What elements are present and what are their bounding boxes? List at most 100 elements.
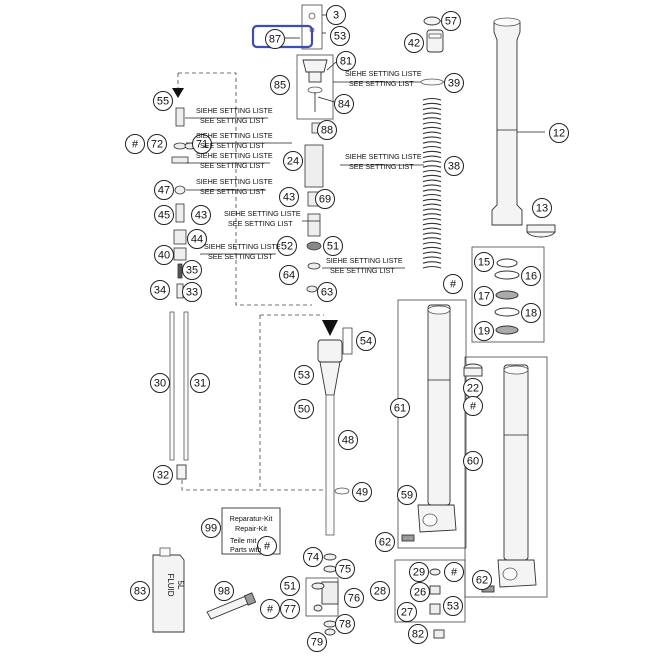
callout-3: 3 <box>326 5 346 25</box>
svg-text:38: 38 <box>448 161 460 173</box>
svg-text:47: 47 <box>158 185 170 197</box>
part-29 <box>429 568 441 576</box>
callout-12: 12 <box>549 123 569 143</box>
inner-tube-60-box <box>464 356 548 598</box>
svg-text:45: 45 <box>158 210 170 222</box>
washer-72 <box>173 142 187 150</box>
callout-78: 78 <box>335 614 355 634</box>
svg-text:16: 16 <box>525 271 537 283</box>
rod-31 <box>183 311 189 461</box>
svg-text:SIEHE SETTING LISTE: SIEHE SETTING LISTE <box>204 242 281 251</box>
part-47 <box>174 185 186 195</box>
callout-32: 32 <box>153 465 173 485</box>
callout-62: 62 <box>375 532 395 552</box>
callout-hash: # <box>443 274 463 294</box>
cylinder-24 <box>304 144 324 188</box>
callout-30: 30 <box>150 373 170 393</box>
svg-text:54: 54 <box>360 336 372 348</box>
svg-text:42: 42 <box>408 38 420 50</box>
svg-text:27: 27 <box>401 607 413 619</box>
callout-48: 48 <box>338 430 358 450</box>
needle-35 <box>177 263 183 279</box>
callout-hash: # <box>444 562 464 582</box>
svg-text:SIEHE SETTING LISTE: SIEHE SETTING LISTE <box>196 131 273 140</box>
callout-hash: # <box>260 599 280 619</box>
svg-text:84: 84 <box>338 99 350 111</box>
callout-98: 98 <box>214 581 234 601</box>
svg-text:SEE SETTING LIST: SEE SETTING LIST <box>200 161 265 170</box>
callout-81: 81 <box>336 51 356 71</box>
svg-text:62: 62 <box>476 575 488 587</box>
fork-cap <box>302 59 328 73</box>
callout-22: 22 <box>463 378 483 398</box>
inner-tube-60 <box>503 364 529 561</box>
cap-screw <box>308 12 316 20</box>
cap-body <box>308 71 322 83</box>
callout-15: 15 <box>474 252 494 272</box>
svg-text:63: 63 <box>321 287 333 299</box>
svg-text:75: 75 <box>339 564 351 576</box>
washer-setting <box>307 262 321 270</box>
svg-text:#: # <box>470 401 477 413</box>
svg-text:48: 48 <box>342 435 354 447</box>
svg-text:SIEHE SETTING LISTE: SIEHE SETTING LISTE <box>196 177 273 186</box>
svg-text:32: 32 <box>157 470 169 482</box>
svg-text:51: 51 <box>284 581 296 593</box>
svg-text:29: 29 <box>413 567 425 579</box>
svg-text:71: 71 <box>196 139 208 151</box>
callout-52: 52 <box>277 236 297 256</box>
callout-64: 64 <box>279 265 299 285</box>
part-32 <box>176 464 187 480</box>
callout-43: 43 <box>279 187 299 207</box>
callout-47: 47 <box>154 180 174 200</box>
callout-82: 82 <box>408 624 428 644</box>
svg-text:Repair-Kit: Repair-Kit <box>235 524 267 533</box>
part-82 <box>433 629 445 639</box>
callout-62: 62 <box>472 570 492 590</box>
callout-28: 28 <box>370 581 390 601</box>
callout-85: 85 <box>270 75 290 95</box>
callout-54: 54 <box>356 331 376 351</box>
svg-text:26: 26 <box>414 587 426 599</box>
svg-text:19: 19 <box>478 326 490 338</box>
svg-text:43: 43 <box>283 192 295 204</box>
svg-text:53: 53 <box>298 370 310 382</box>
callout-17: 17 <box>474 286 494 306</box>
callout-hash: # <box>125 134 145 154</box>
valve-stack-55 <box>175 107 185 127</box>
inner-tube-61 <box>427 304 451 506</box>
callout-76: 76 <box>344 588 364 608</box>
callout-61: 61 <box>390 398 410 418</box>
svg-text:74: 74 <box>307 552 319 564</box>
callout-69: 69 <box>315 189 335 209</box>
inner-tube-61-box <box>397 299 467 549</box>
svg-text:3: 3 <box>333 10 339 22</box>
svg-text:SIEHE SETTING LISTE: SIEHE SETTING LISTE <box>326 256 403 265</box>
callout-63: 63 <box>317 282 337 302</box>
callout-31: 31 <box>190 373 210 393</box>
valve-45 <box>175 203 185 223</box>
part-76 <box>321 581 339 605</box>
ring-18 <box>494 307 520 317</box>
callout-53: 53 <box>294 365 314 385</box>
svg-text:40: 40 <box>158 250 170 262</box>
insert-arrow-48 <box>322 320 338 336</box>
svg-text:Reparatur-Kit: Reparatur-Kit <box>230 514 273 523</box>
cartridge-48 <box>325 394 335 536</box>
part-27 <box>429 603 441 615</box>
seal-15 <box>496 258 518 268</box>
svg-text:SIEHE SETTING LISTE: SIEHE SETTING LISTE <box>196 106 273 115</box>
svg-text:99: 99 <box>205 523 217 535</box>
svg-text:SEE SETTING LIST: SEE SETTING LIST <box>200 187 265 196</box>
svg-text:34: 34 <box>154 285 166 297</box>
callout-18: 18 <box>521 303 541 323</box>
svg-text:57: 57 <box>445 16 457 28</box>
svg-text:SIEHE SETTING LISTE: SIEHE SETTING LISTE <box>345 69 422 78</box>
callout-42: 42 <box>404 33 424 53</box>
callout-26: 26 <box>410 582 430 602</box>
svg-text:12: 12 <box>553 128 565 140</box>
callout-59: 59 <box>397 485 417 505</box>
